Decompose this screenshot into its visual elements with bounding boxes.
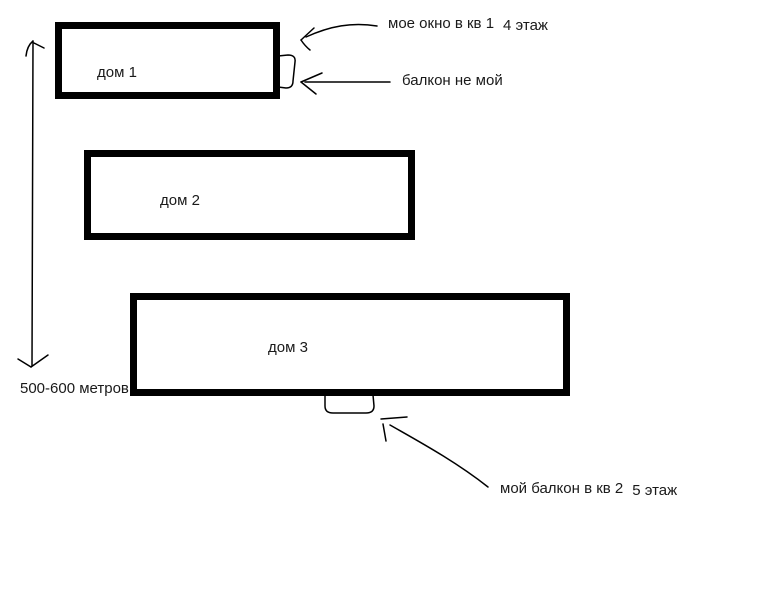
house-2-rect [84, 150, 415, 240]
house-1-label: дом 1 [97, 64, 137, 81]
distance-arrow [17, 40, 49, 368]
house-1-rect [55, 22, 280, 99]
balcony-not-mine-label: балкон не мой [402, 72, 503, 89]
balcony-not-mine-arrow [300, 72, 391, 95]
house-3-balcony-shape [324, 394, 375, 414]
house-3-label: дом 3 [268, 339, 308, 356]
window-note-floor: 4 этаж [503, 17, 548, 34]
window-note-label: мое окно в кв 1 4 этаж [388, 15, 548, 34]
my-balcony-floor: 5 этаж [632, 482, 678, 499]
house-3-rect [130, 293, 570, 396]
distance-label: 500-600 метров [20, 380, 129, 397]
house-1-balcony-shape [277, 54, 296, 89]
window-note-text: мое окно в кв 1 [388, 15, 495, 32]
my-balcony-arrow [380, 416, 489, 488]
my-balcony-label: мой балкон в кв 2 5 этаж [500, 480, 678, 499]
window-arrow [300, 23, 378, 51]
house-2-label: дом 2 [160, 192, 200, 209]
my-balcony-text: мой балкон в кв 2 [500, 480, 624, 497]
